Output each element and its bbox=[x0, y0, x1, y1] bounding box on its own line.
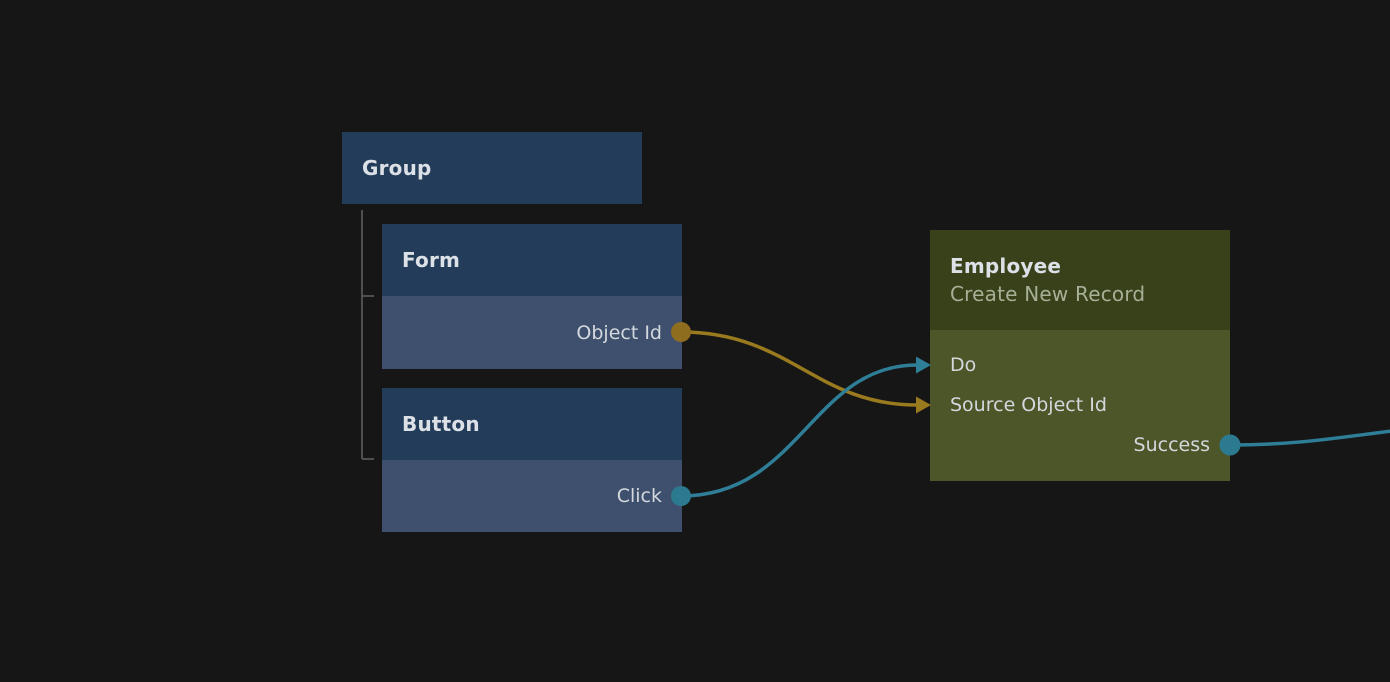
node-form-title: Form bbox=[402, 248, 461, 272]
node-form-header[interactable]: Form bbox=[382, 224, 682, 296]
port-click[interactable]: Click bbox=[382, 460, 682, 532]
node-employee-title: Employee bbox=[950, 254, 1062, 278]
node-group-header[interactable]: Group bbox=[342, 132, 642, 204]
arrowhead-do-icon bbox=[916, 356, 931, 374]
port-source-object-id[interactable]: Source Object Id bbox=[930, 385, 1230, 425]
wire-success-outgoing[interactable] bbox=[1228, 429, 1390, 447]
node-employee-header[interactable]: Employee Create New Record bbox=[930, 230, 1230, 330]
node-button-title: Button bbox=[402, 412, 480, 436]
port-source-object-id-label: Source Object Id bbox=[950, 394, 1107, 416]
node-group-title: Group bbox=[362, 156, 432, 180]
node-button-header[interactable]: Button bbox=[382, 388, 682, 460]
node-group[interactable]: Group bbox=[342, 132, 642, 204]
port-click-label: Click bbox=[616, 485, 662, 507]
node-form[interactable]: Form Object Id bbox=[382, 224, 682, 369]
port-do-label: Do bbox=[950, 354, 977, 376]
node-employee-body: Do Source Object Id Success bbox=[930, 330, 1230, 481]
node-employee-subtitle: Create New Record bbox=[950, 282, 1146, 306]
node-button-body: Click bbox=[382, 460, 682, 532]
wire-click-to-do[interactable] bbox=[679, 363, 919, 498]
node-form-body: Object Id bbox=[382, 296, 682, 369]
node-employee[interactable]: Employee Create New Record Do Source Obj… bbox=[930, 230, 1230, 481]
wire-objectid-to-sourceobjectid[interactable] bbox=[679, 330, 919, 407]
group-tree-line bbox=[361, 210, 374, 460]
port-success[interactable]: Success bbox=[930, 425, 1230, 465]
port-success-label: Success bbox=[1133, 434, 1210, 456]
port-object-id-label: Object Id bbox=[576, 321, 662, 344]
port-object-id[interactable]: Object Id bbox=[382, 296, 682, 369]
port-do[interactable]: Do bbox=[930, 345, 1230, 385]
node-button[interactable]: Button Click bbox=[382, 388, 682, 532]
arrowhead-source-object-id-icon bbox=[916, 396, 931, 414]
